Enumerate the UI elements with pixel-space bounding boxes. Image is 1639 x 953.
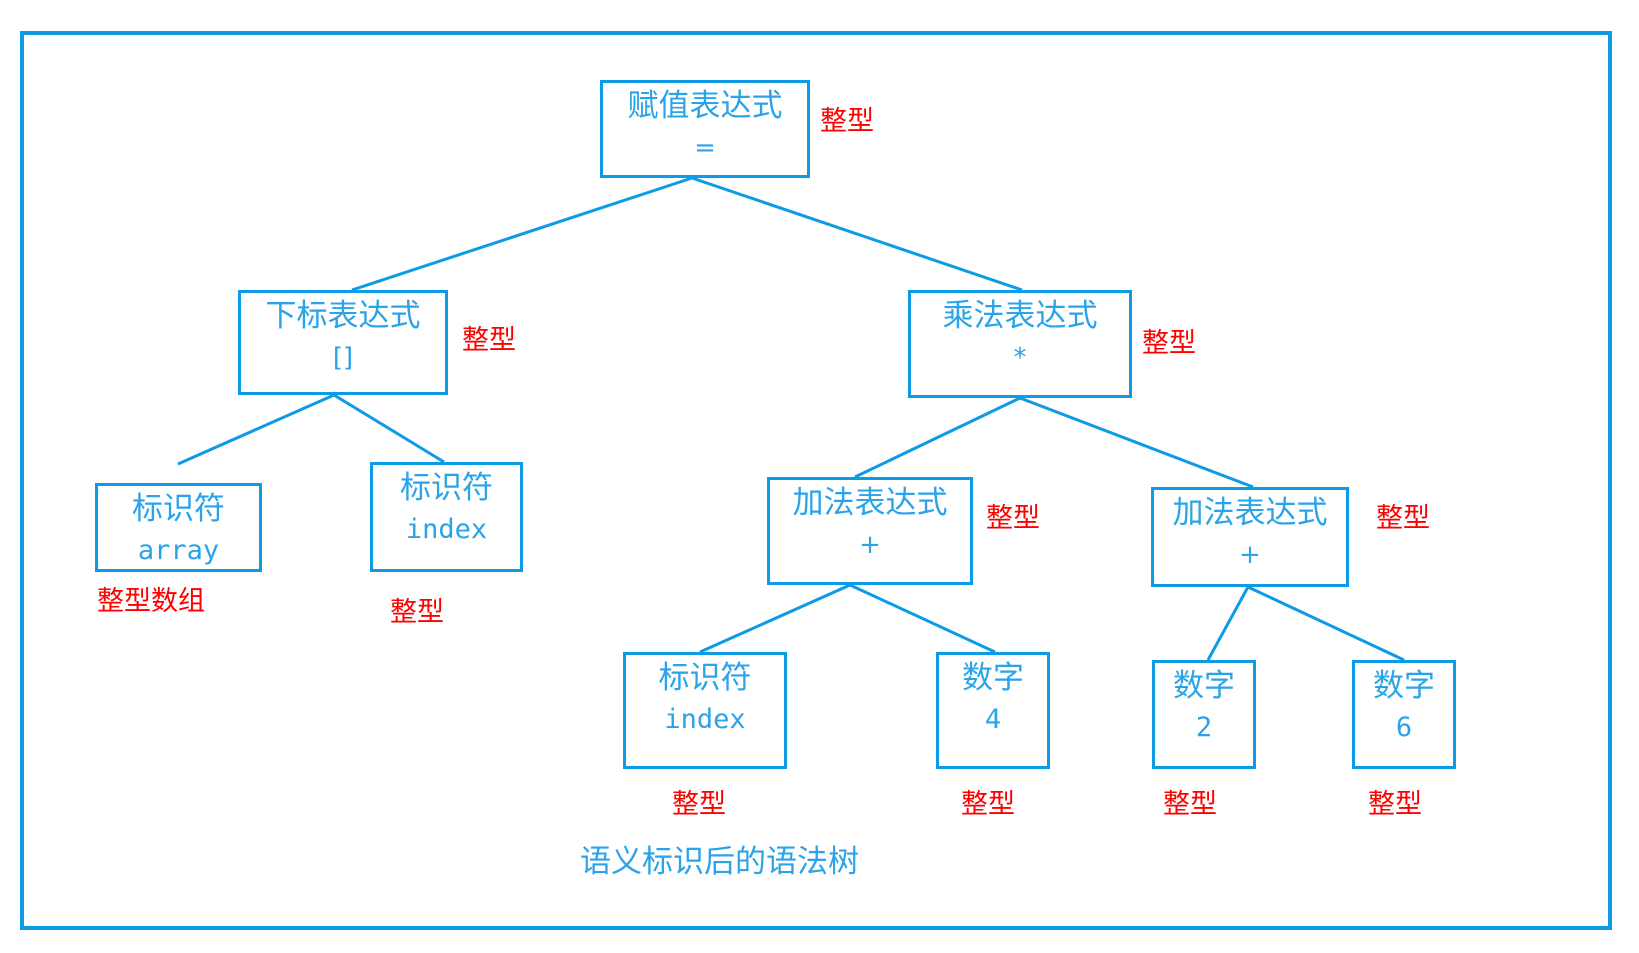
type-annotation-type-multiply: 整型: [1142, 328, 1196, 359]
type-annotation-type-assign: 整型: [820, 106, 874, 137]
tree-node-title: 加法表达式: [792, 485, 948, 521]
tree-node-subscript[interactable]: 下标表达式 []: [238, 290, 448, 395]
tree-node-subtext: index: [664, 704, 746, 735]
diagram-caption: 语义标识后的语法树: [580, 844, 859, 880]
tree-node-subtext: 6: [1395, 712, 1413, 743]
tree-node-title: 数字: [962, 660, 1024, 696]
type-annotation-type-ident-index-1: 整型: [390, 597, 444, 628]
tree-node-subtext: +: [1239, 540, 1261, 570]
tree-node-subtext: *: [1013, 343, 1027, 373]
tree-node-subtext: index: [405, 514, 488, 545]
diagram-frame: [20, 31, 1612, 930]
tree-node-num-6[interactable]: 数字 6: [1352, 660, 1456, 769]
tree-node-title: 乘法表达式: [942, 298, 1098, 334]
type-annotation-type-num-4: 整型: [961, 789, 1015, 820]
tree-node-title: 数字: [1373, 668, 1435, 704]
type-annotation-type-num-2: 整型: [1163, 789, 1217, 820]
tree-node-title: 下标表达式: [265, 298, 421, 334]
tree-node-title: 标识符: [132, 491, 225, 527]
tree-node-ident-array[interactable]: 标识符 array: [95, 483, 262, 572]
type-annotation-type-subscript: 整型: [462, 325, 516, 356]
tree-node-assign[interactable]: 赋值表达式 =: [600, 80, 810, 178]
tree-node-title: 数字: [1173, 668, 1235, 704]
type-annotation-type-ident-array: 整型数组: [97, 586, 205, 617]
tree-node-title: 加法表达式: [1172, 495, 1328, 531]
tree-node-title: 标识符: [400, 470, 493, 506]
tree-node-subtext: =: [694, 133, 716, 163]
type-annotation-type-add-right: 整型: [1376, 503, 1430, 534]
tree-node-multiply[interactable]: 乘法表达式 *: [908, 290, 1132, 398]
tree-node-add-right[interactable]: 加法表达式 +: [1151, 487, 1349, 587]
tree-node-subtext: +: [859, 530, 881, 560]
tree-node-ident-index-2[interactable]: 标识符 index: [623, 652, 787, 769]
tree-node-subtext: 4: [984, 704, 1002, 735]
tree-node-subtext: 2: [1195, 712, 1213, 743]
tree-node-title: 赋值表达式: [627, 88, 783, 124]
type-annotation-type-num-6: 整型: [1368, 789, 1422, 820]
tree-node-subtext: []: [332, 343, 354, 373]
type-annotation-type-ident-index-2: 整型: [672, 789, 726, 820]
tree-node-add-left[interactable]: 加法表达式 +: [767, 477, 973, 585]
tree-node-ident-index-1[interactable]: 标识符 index: [370, 462, 523, 572]
tree-node-title: 标识符: [658, 660, 752, 696]
tree-node-num-2[interactable]: 数字 2: [1152, 660, 1256, 769]
tree-node-subtext: array: [137, 535, 220, 566]
type-annotation-type-add-left: 整型: [986, 503, 1040, 534]
tree-node-num-4[interactable]: 数字 4: [936, 652, 1050, 769]
